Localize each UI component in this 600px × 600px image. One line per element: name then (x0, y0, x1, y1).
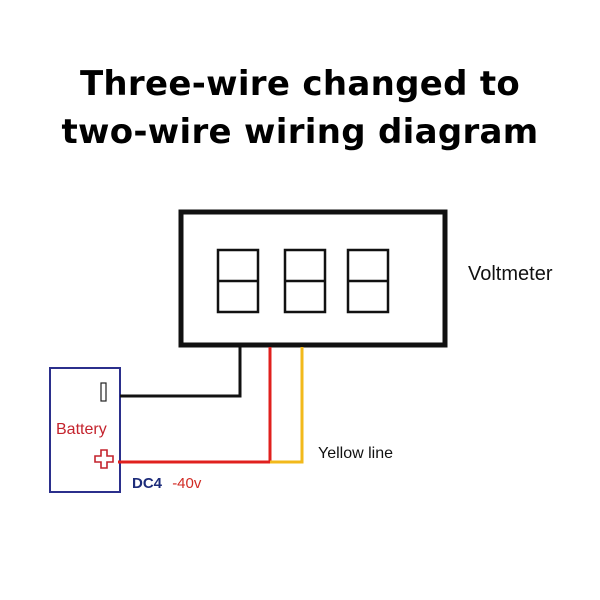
voltmeter-body (178, 209, 448, 348)
voltmeter-digit-2 (283, 248, 327, 314)
diagram-title-line-2: two-wire wiring diagram (61, 112, 539, 152)
dc-range-label: DC4 -40v (132, 475, 202, 492)
battery-box (49, 367, 121, 493)
yellow-line-label: Yellow line (318, 445, 393, 462)
battery-label: Battery (56, 421, 107, 438)
battery-positive-terminal-icon (94, 449, 114, 469)
dc-range-prefix: DC4 (132, 475, 163, 492)
voltmeter-label: Voltmeter (468, 263, 553, 285)
red-wire (118, 347, 272, 464)
black-wire (120, 345, 242, 398)
diagram-title-line-1: Three-wire changed to (79, 64, 521, 104)
dc-range-suffix: -40v (172, 475, 202, 492)
yellow-wire (270, 347, 304, 464)
battery-negative-terminal-icon (100, 382, 107, 402)
voltmeter-digit-1 (216, 248, 260, 314)
voltmeter-digit-3 (346, 248, 390, 314)
